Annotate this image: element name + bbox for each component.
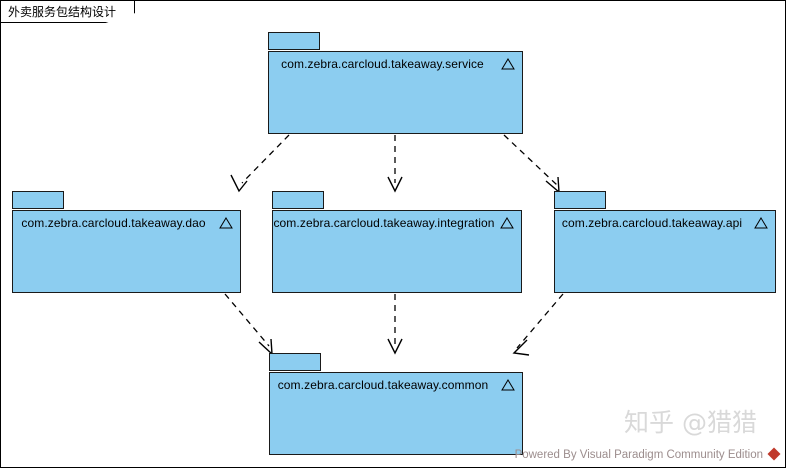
package-node-service[interactable]: com.zebra.carcloud.takeaway.service [268,32,523,134]
package-name-integration: com.zebra.carcloud.takeaway.integration [273,216,495,230]
package-node-api[interactable]: com.zebra.carcloud.takeaway.api [554,191,776,293]
dependency-integration-to-common [387,294,403,355]
visual-paradigm-watermark: Powered By Visual Paradigm Community Edi… [514,449,763,461]
package-triangle-icon [500,217,514,229]
package-triangle-icon [501,379,515,391]
red-diamond-icon [767,447,781,461]
dependency-service-to-integration [387,135,403,193]
package-tab-service [268,32,320,50]
package-node-common[interactable]: com.zebra.carcloud.takeaway.common [269,353,523,455]
package-name-api: com.zebra.carcloud.takeaway.api [561,216,743,230]
package-name-common: com.zebra.carcloud.takeaway.common [277,378,489,392]
zhihu-watermark: 知乎 @猎猎 [624,408,757,437]
package-tab-api [554,191,606,209]
package-tab-integration [272,191,324,209]
package-tab-common [269,353,321,371]
package-triangle-icon [754,217,768,229]
dependency-dao-to-common [224,293,273,356]
package-name-dao: com.zebra.carcloud.takeaway.dao [21,216,206,230]
package-name-service: com.zebra.carcloud.takeaway.service [281,57,484,71]
package-body-common: com.zebra.carcloud.takeaway.common [269,372,523,455]
diagram-frame-label: 外卖服务包结构设计 [1,1,136,23]
package-tab-dao [12,191,64,209]
package-body-dao: com.zebra.carcloud.takeaway.dao [12,210,241,293]
package-node-dao[interactable]: com.zebra.carcloud.takeaway.dao [12,191,241,293]
package-triangle-icon [219,217,233,229]
package-node-integration[interactable]: com.zebra.carcloud.takeaway.integration [272,191,522,293]
dependency-api-to-common [512,293,564,356]
package-body-integration: com.zebra.carcloud.takeaway.integration [272,210,522,293]
package-body-api: com.zebra.carcloud.takeaway.api [554,210,776,293]
dependency-service-to-api [503,134,560,194]
dependency-service-to-dao [230,134,290,193]
package-triangle-icon [501,58,515,70]
package-body-service: com.zebra.carcloud.takeaway.service [268,51,523,134]
